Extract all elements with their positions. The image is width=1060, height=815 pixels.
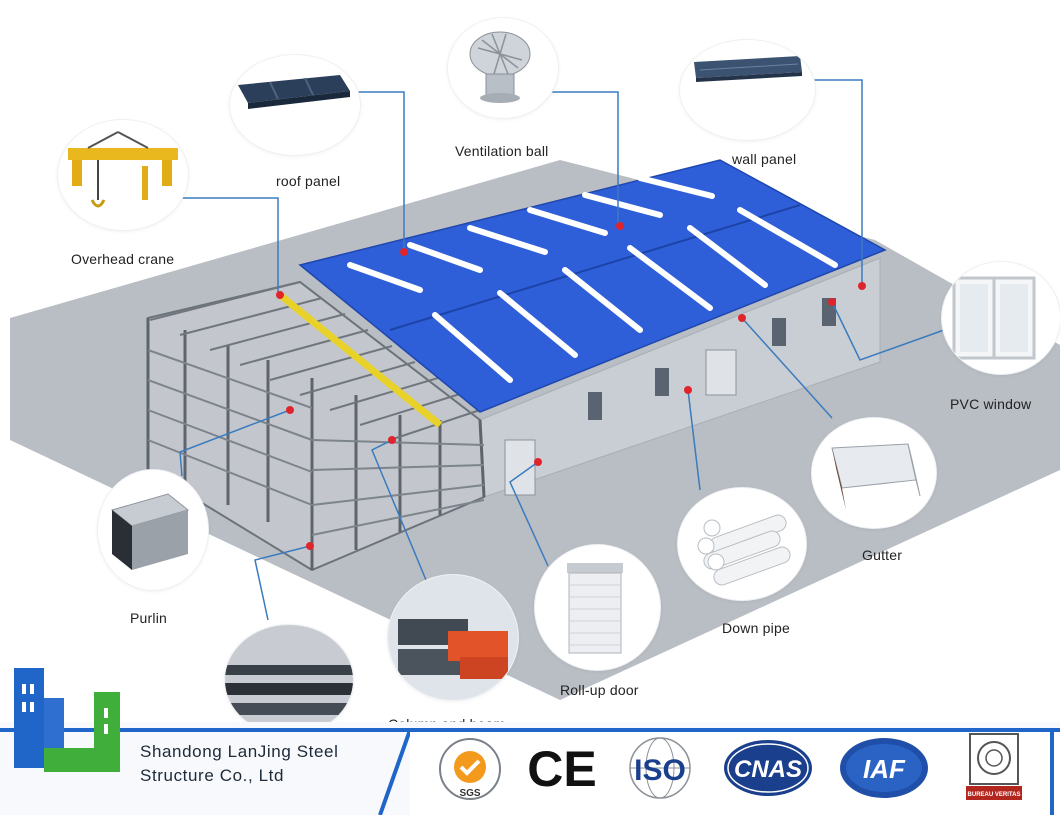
company-logo-icon	[14, 668, 120, 772]
purlin-bubble	[98, 470, 208, 590]
skylights	[347, 175, 838, 383]
crane-rail	[277, 292, 443, 428]
iso-text: ISO	[634, 754, 686, 787]
footer-bar: Shandong LanJing Steel Structure Co., Lt…	[0, 668, 1060, 815]
purlin-icon	[110, 493, 190, 570]
down-pipe-icon	[697, 514, 791, 586]
wall-panel-icon	[694, 56, 802, 82]
frame-columns	[146, 318, 486, 570]
column-beam-icon	[225, 625, 353, 735]
iso-cert-logo: ISO	[629, 737, 691, 799]
label-wall-panel: wall panel	[732, 151, 797, 167]
iaf-cert-logo: IAF	[840, 738, 928, 798]
roll-up-door-icon	[567, 563, 623, 654]
pvc-window-bubble	[942, 262, 1060, 374]
red-markers	[276, 222, 866, 550]
overhead-crane-bubble	[58, 120, 188, 230]
down-pipe-bubble	[678, 488, 806, 600]
label-gutter: Gutter	[862, 547, 903, 563]
ce-cert-logo: CE	[527, 741, 596, 797]
wall-girts	[147, 349, 485, 536]
cnas-text: CNAS	[734, 756, 802, 783]
bureau-veritas-text: BUREAU VERITAS	[968, 792, 1021, 798]
roof-panel-bubble	[230, 55, 360, 155]
sgs-text: SGS	[459, 788, 480, 799]
roof-purlins	[149, 281, 481, 441]
steel-beams-bubble	[225, 625, 353, 735]
column-beam-bubble	[388, 575, 518, 700]
sgs-cert-logo: SGS	[439, 738, 501, 800]
bureau-veritas-cert-logo: BUREAU VERITAS	[966, 733, 1022, 800]
column-beam-icon	[388, 575, 518, 700]
wall-panel-bubble	[680, 40, 815, 140]
label-overhead-crane: Overhead crane	[71, 251, 175, 267]
roll-up-door-bubble	[535, 545, 660, 670]
label-purlin: Purlin	[130, 610, 167, 626]
iaf-text: IAF	[863, 754, 906, 784]
overhead-crane-icon	[68, 131, 178, 208]
ventilation-ball-bubble	[448, 18, 558, 118]
company-name-line2: Structure Co., Ltd	[140, 766, 285, 785]
ventilation-ball-icon	[469, 31, 531, 103]
label-pvc-window: PVC window	[950, 396, 1032, 412]
roof-ridge	[389, 204, 801, 331]
ce-text: CE	[527, 741, 596, 797]
gutter-icon	[831, 443, 921, 510]
pvc-window-icon	[952, 276, 1036, 360]
label-ventilation-ball: Ventilation ball	[455, 143, 549, 159]
company-name-line1: Shandong LanJing Steel	[140, 742, 339, 761]
cnas-cert-logo: CNAS	[724, 740, 812, 796]
label-roll-up-door: Roll-up door	[560, 682, 639, 698]
side-wall-openings	[504, 298, 836, 496]
roof-panel-icon	[238, 75, 350, 109]
gutter-bubble	[812, 418, 936, 528]
label-down-pipe: Down pipe	[722, 620, 790, 636]
label-roof-panel: roof panel	[276, 173, 341, 189]
callout-lines	[179, 79, 945, 621]
label-column-and-beam: Column and beam	[388, 716, 505, 725]
